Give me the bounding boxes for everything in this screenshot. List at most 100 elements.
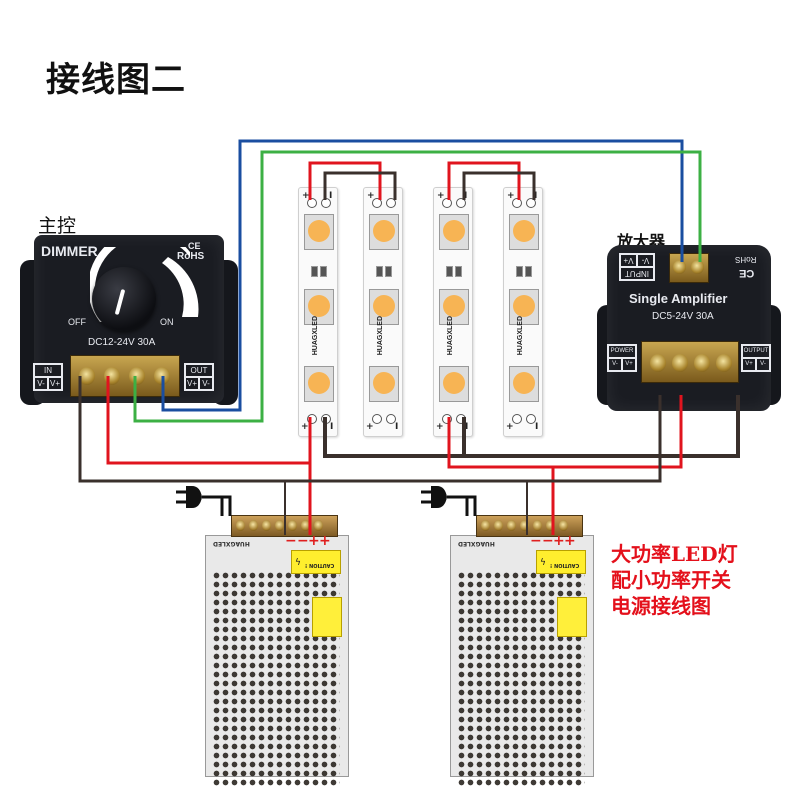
- terminal-screw[interactable]: [694, 354, 710, 372]
- led-dome: [513, 295, 535, 317]
- terminal-sign: −: [297, 533, 309, 549]
- wiring-note: 大功率LED灯 配小功率开关 电源接线图: [611, 541, 738, 619]
- smd-led-chip: [509, 214, 539, 250]
- terminal-screw[interactable]: [275, 520, 284, 531]
- smd-led-chip: [304, 289, 334, 325]
- terminal-sign: −: [542, 533, 554, 549]
- solder-pad-plus[interactable]: [512, 198, 522, 208]
- solder-pad-plus[interactable]: [372, 198, 382, 208]
- smd-led-chip: [439, 289, 469, 325]
- signal-plus-wire: [161, 139, 684, 412]
- resistor: [311, 266, 318, 277]
- terminal-screw[interactable]: [129, 367, 145, 385]
- terminal-screw[interactable]: [673, 260, 686, 274]
- solder-pad-plus[interactable]: [442, 198, 452, 208]
- solder-pad-minus[interactable]: [526, 414, 536, 424]
- dimmer-knob[interactable]: [92, 267, 156, 331]
- terminal-screw[interactable]: [533, 520, 542, 531]
- dimmer-in-plus-wire: [106, 376, 312, 535]
- note-line: 配小功率开关: [611, 568, 731, 592]
- smd-led-chip: [369, 366, 399, 402]
- terminal-sign: +: [308, 533, 320, 549]
- terminal-screw[interactable]: [507, 520, 516, 531]
- terminal-screw[interactable]: [716, 354, 732, 372]
- minus-marker: I: [534, 191, 538, 201]
- pin-label: V+: [185, 377, 199, 390]
- terminal-screw[interactable]: [301, 520, 310, 531]
- smd-led-chip: [509, 366, 539, 402]
- pin-label: V+: [742, 358, 756, 371]
- plus-marker: +: [507, 191, 515, 201]
- dimmer-in-pin-label: IN V- V+: [33, 363, 63, 391]
- power-supply-1: HUAGXLED − − + + ϟ CAUTION !: [205, 515, 349, 787]
- note-line: 电源接线图: [611, 594, 711, 618]
- plus-marker: +: [506, 422, 514, 432]
- amp-name: Single Amplifier: [629, 291, 728, 306]
- terminal-sign: +: [553, 533, 565, 549]
- psu-terminal-block: [476, 515, 583, 537]
- knob-on-label: ON: [160, 317, 174, 327]
- pin-label: V-: [608, 358, 622, 371]
- led-dome: [373, 220, 395, 242]
- amp-power-pin-label: POWER V- V+: [607, 344, 637, 372]
- terminal-screw[interactable]: [262, 520, 271, 531]
- solder-pad-minus[interactable]: [386, 198, 396, 208]
- led-dome: [308, 372, 330, 394]
- in-header: IN: [34, 364, 62, 377]
- psu-case: [205, 535, 349, 787]
- led-dome: [513, 372, 535, 394]
- terminal-screw[interactable]: [546, 520, 555, 531]
- caution-sticker: ϟ CAUTION !: [536, 550, 586, 574]
- strip-jumper-plus: [447, 161, 521, 200]
- plus-marker: +: [436, 422, 444, 432]
- terminal-screw[interactable]: [79, 367, 95, 385]
- warning-bolt-icon: ϟ: [295, 558, 301, 568]
- ce-mark: CE: [188, 241, 201, 251]
- terminal-screw[interactable]: [481, 520, 490, 531]
- plus-marker: +: [301, 422, 309, 432]
- terminal-screw[interactable]: [236, 520, 245, 531]
- power-header: POWER: [608, 345, 636, 358]
- amp-output-terminal-block: [641, 341, 739, 383]
- amp-input-terminal: [669, 253, 709, 283]
- solder-pad-minus[interactable]: [456, 198, 466, 208]
- minus-marker: I: [465, 422, 469, 432]
- terminal-screw[interactable]: [520, 520, 529, 531]
- solder-pad-plus[interactable]: [512, 414, 522, 424]
- terminal-screw[interactable]: [249, 520, 258, 531]
- ac-plug-icon: [176, 486, 232, 516]
- diagram-title: 接线图二: [46, 60, 186, 100]
- solder-pad-plus[interactable]: [372, 414, 382, 424]
- resistor: [320, 266, 327, 277]
- terminal-screw[interactable]: [691, 260, 704, 274]
- minus-marker: I: [330, 422, 334, 432]
- common-negative-wire: [78, 376, 662, 483]
- terminal-screw[interactable]: [314, 520, 323, 531]
- resistor: [385, 266, 392, 277]
- terminal-screw[interactable]: [650, 354, 666, 372]
- terminal-screw[interactable]: [559, 520, 568, 531]
- solder-pad-plus[interactable]: [307, 414, 317, 424]
- terminal-screw[interactable]: [288, 520, 297, 531]
- plus-marker: +: [437, 191, 445, 201]
- plus-marker: +: [302, 191, 310, 201]
- smd-led-chip: [439, 366, 469, 402]
- solder-pad-plus[interactable]: [307, 198, 317, 208]
- note-line: 大功率LED灯: [611, 542, 738, 566]
- terminal-screw[interactable]: [672, 354, 688, 372]
- minus-marker: I: [329, 191, 333, 201]
- solder-pad-minus[interactable]: [526, 198, 536, 208]
- led-dome: [443, 372, 465, 394]
- smd-led-chip: [509, 289, 539, 325]
- resistor: [446, 266, 453, 277]
- terminal-screw[interactable]: [494, 520, 503, 531]
- smd-led-chip: [304, 366, 334, 402]
- solder-pad-minus[interactable]: [386, 414, 396, 424]
- led-dome: [443, 295, 465, 317]
- amp-rating: DC5-24V 30A: [652, 311, 714, 322]
- solder-pad-plus[interactable]: [442, 414, 452, 424]
- led-dome: [373, 372, 395, 394]
- plus-marker: +: [367, 191, 375, 201]
